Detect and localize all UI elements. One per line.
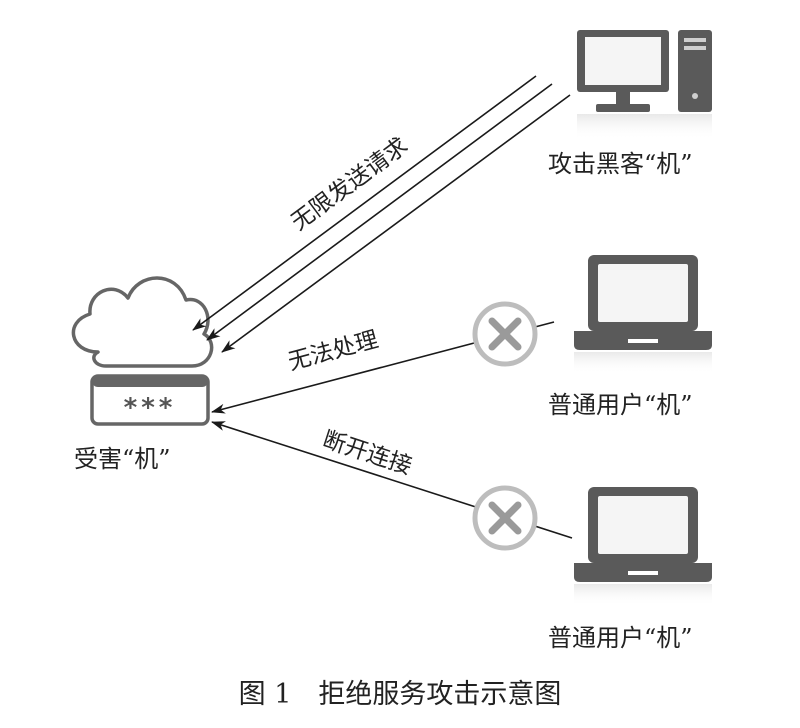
flood-arrow-3 [221,94,571,353]
flood-arrow-2 [206,83,553,341]
password-mask-text: *** [124,393,177,423]
victim-label: 受害“机” [74,445,171,473]
desktop-computer-icon [577,30,712,140]
user2-label: 普通用户“机” [548,624,693,652]
attacker-label: 攻击黑客“机” [548,150,693,178]
user1-edge-label: 无法处理 [285,327,381,376]
flood-arrow-1 [192,75,537,331]
cloud-icon [71,276,214,368]
laptop-icon-2 [574,487,712,606]
user1-label: 普通用户“机” [548,391,693,419]
flood-label: 无限发送请求 [287,133,413,236]
figure-caption: 图 1 拒绝服务攻击示意图 [239,679,562,710]
user1-edge: 无法处理 [211,301,555,414]
user2-edge: 断开连接 [211,421,573,551]
user2-node: 普通用户“机” [548,487,712,652]
victim-node: *** 受害“机” [71,276,214,473]
block-x-icon-2 [472,485,538,551]
laptop-icon-1 [574,255,712,374]
password-card-icon: *** [90,374,210,426]
block-x-icon-1 [472,301,538,367]
attacker-node: 攻击黑客“机” [548,30,712,178]
user1-node: 普通用户“机” [548,255,712,419]
